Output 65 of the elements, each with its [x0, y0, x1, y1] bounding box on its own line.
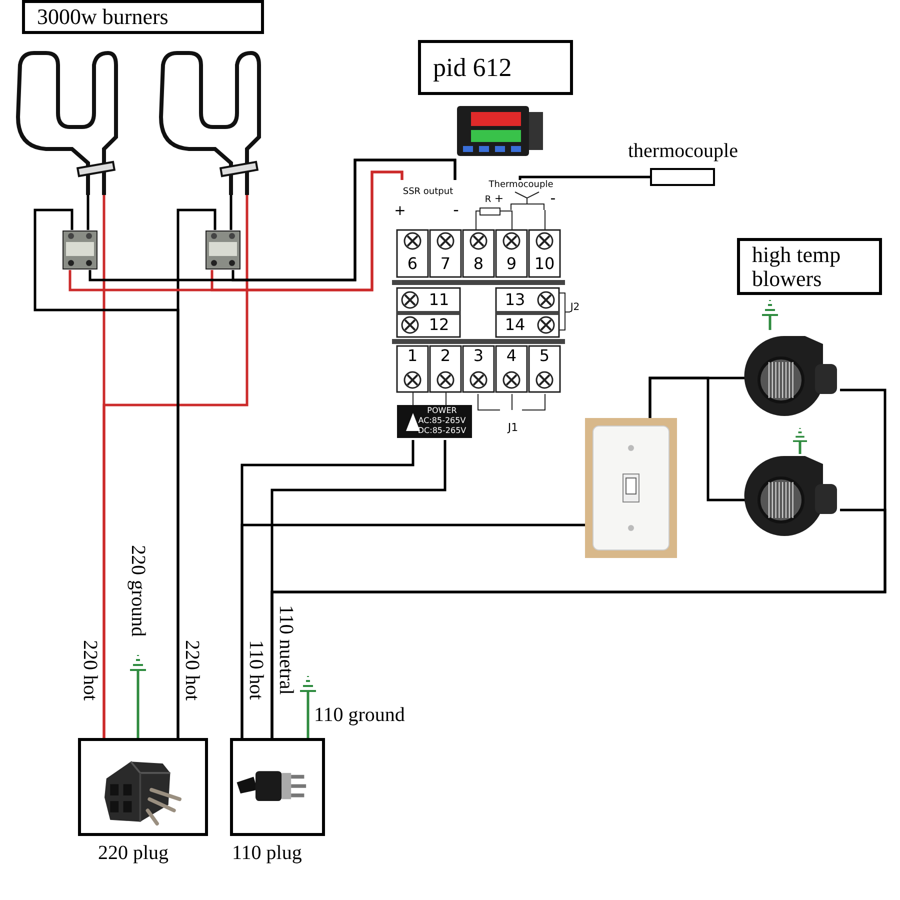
edge-label: 110 ground	[314, 705, 405, 725]
wire	[210, 170, 404, 292]
wire	[102, 195, 248, 738]
terminal-label: 14	[504, 317, 526, 333]
ground-symbol	[790, 428, 810, 442]
terminal-label: 4	[505, 348, 518, 364]
terminal-label: +	[394, 204, 406, 218]
box-title: 3000w burners	[37, 5, 168, 29]
edge-label: 110 nuetral	[276, 605, 296, 695]
terminal-label: 1	[406, 348, 419, 364]
terminal-label: 11	[428, 292, 450, 308]
plug-drawing	[230, 738, 325, 836]
wire	[232, 158, 456, 282]
terminal-label: 8	[472, 256, 485, 272]
wire	[230, 195, 232, 230]
edge-label: 220 ground	[128, 545, 148, 637]
box-title: high temp blowers	[752, 243, 842, 290]
probe-outline	[650, 168, 715, 186]
terminal-label: 10	[533, 256, 556, 272]
label-box	[22, 0, 264, 34]
wire	[518, 176, 650, 180]
wall-switch-drawing	[585, 418, 677, 558]
node-label: thermocouple	[628, 140, 738, 163]
relay-drawing	[205, 230, 241, 270]
label-box	[418, 40, 573, 95]
edge-label: 220 hot	[80, 640, 100, 701]
label-box	[737, 238, 882, 295]
wire	[86, 195, 90, 230]
wire	[270, 508, 886, 738]
terminal-label: Thermocouple	[488, 181, 554, 190]
terminal-label: SSR output	[402, 188, 454, 197]
wire	[768, 316, 772, 330]
plug-drawing	[78, 738, 208, 836]
terminal-label: 5	[538, 348, 551, 364]
wire	[240, 524, 585, 738]
relay-drawing	[62, 230, 98, 270]
ground-symbol	[128, 655, 148, 671]
terminal-label: 9	[505, 256, 518, 272]
box-title: pid 612	[433, 54, 512, 82]
terminal-label: 12	[428, 317, 450, 333]
terminal-label: 6	[406, 256, 419, 272]
terminal-label: J2	[568, 303, 581, 313]
terminal-label: 13	[504, 292, 526, 308]
terminal-label: POWER	[426, 407, 458, 415]
terminal-label: -	[549, 191, 557, 206]
terminal-label: AC:85-265V	[417, 417, 467, 425]
wire	[306, 692, 310, 738]
terminal-label: J1	[506, 422, 520, 433]
terminal-label: DC:85-265V	[416, 427, 468, 435]
wire	[136, 671, 140, 738]
edge-label: 220 hot	[182, 640, 202, 701]
wire	[176, 208, 216, 738]
terminal-label: -	[452, 202, 460, 218]
terminal-label: +	[494, 193, 504, 204]
terminal-label: 7	[439, 256, 452, 272]
wire	[798, 442, 802, 456]
terminal-label: 2	[439, 348, 452, 364]
node-label: 110 plug	[232, 842, 302, 865]
ground-symbol	[298, 676, 318, 692]
wire	[648, 376, 745, 502]
ground-symbol	[760, 300, 780, 316]
terminal-label: R	[484, 196, 492, 205]
terminal-label: 3	[472, 348, 485, 364]
edge-label: 110 hot	[246, 640, 266, 700]
node-label: 220 plug	[98, 842, 169, 865]
